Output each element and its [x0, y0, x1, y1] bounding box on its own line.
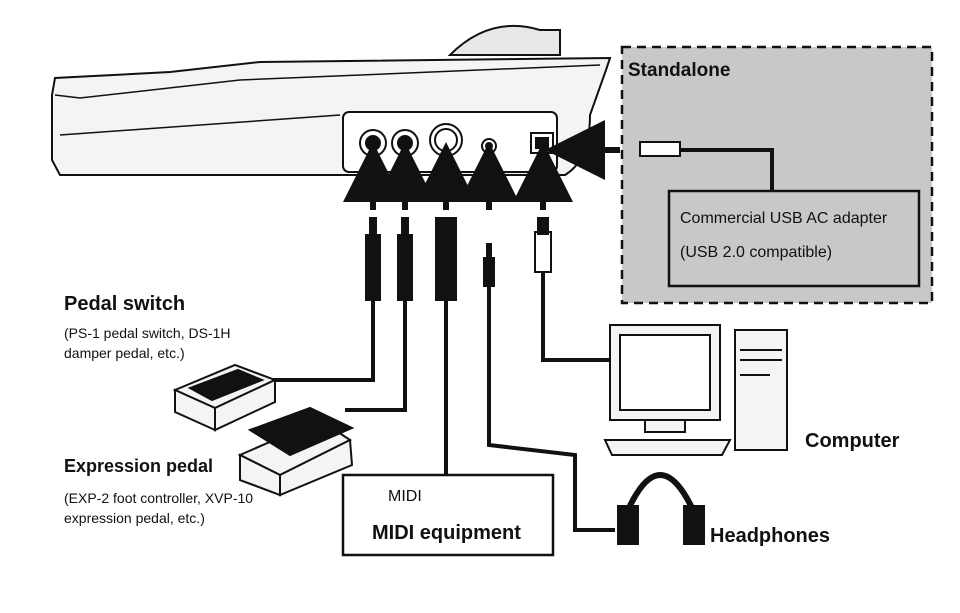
computer-icon	[603, 324, 788, 456]
midi-equipment-box	[341, 473, 555, 557]
pedal-switch-title: Pedal switch	[64, 293, 186, 315]
expression-pedal-desc-2: expression pedal, etc.)	[64, 510, 205, 526]
headphones-title: Headphones	[710, 525, 831, 547]
expression-pedal-desc-1: (EXP-2 foot controller, XVP-10	[64, 490, 254, 506]
usb-adapter-box	[667, 189, 921, 288]
headphones-icon	[617, 472, 705, 545]
adapter-line-2: (USB 2.0 compatible)	[680, 244, 833, 261]
pedal-switch-desc-1: (PS-1 pedal switch, DS-1H	[64, 325, 231, 341]
plugs	[365, 141, 681, 301]
adapter-line-1: Commercial USB AC adapter	[680, 210, 888, 227]
pedal-switch-icon	[172, 363, 278, 432]
pedal-switch-desc-2: damper pedal, etc.)	[64, 345, 185, 361]
expression-pedal-icon	[237, 406, 355, 497]
cables	[270, 148, 774, 532]
expression-pedal-title: Expression pedal	[64, 456, 214, 476]
midi-equipment-title: MIDI equipment	[372, 522, 521, 544]
midi-logo-text: MIDI	[388, 488, 422, 505]
computer-title: Computer	[805, 430, 900, 452]
connection-arrows	[343, 120, 620, 210]
instrument-body	[51, 24, 612, 176]
standalone-title: Standalone	[628, 60, 731, 81]
